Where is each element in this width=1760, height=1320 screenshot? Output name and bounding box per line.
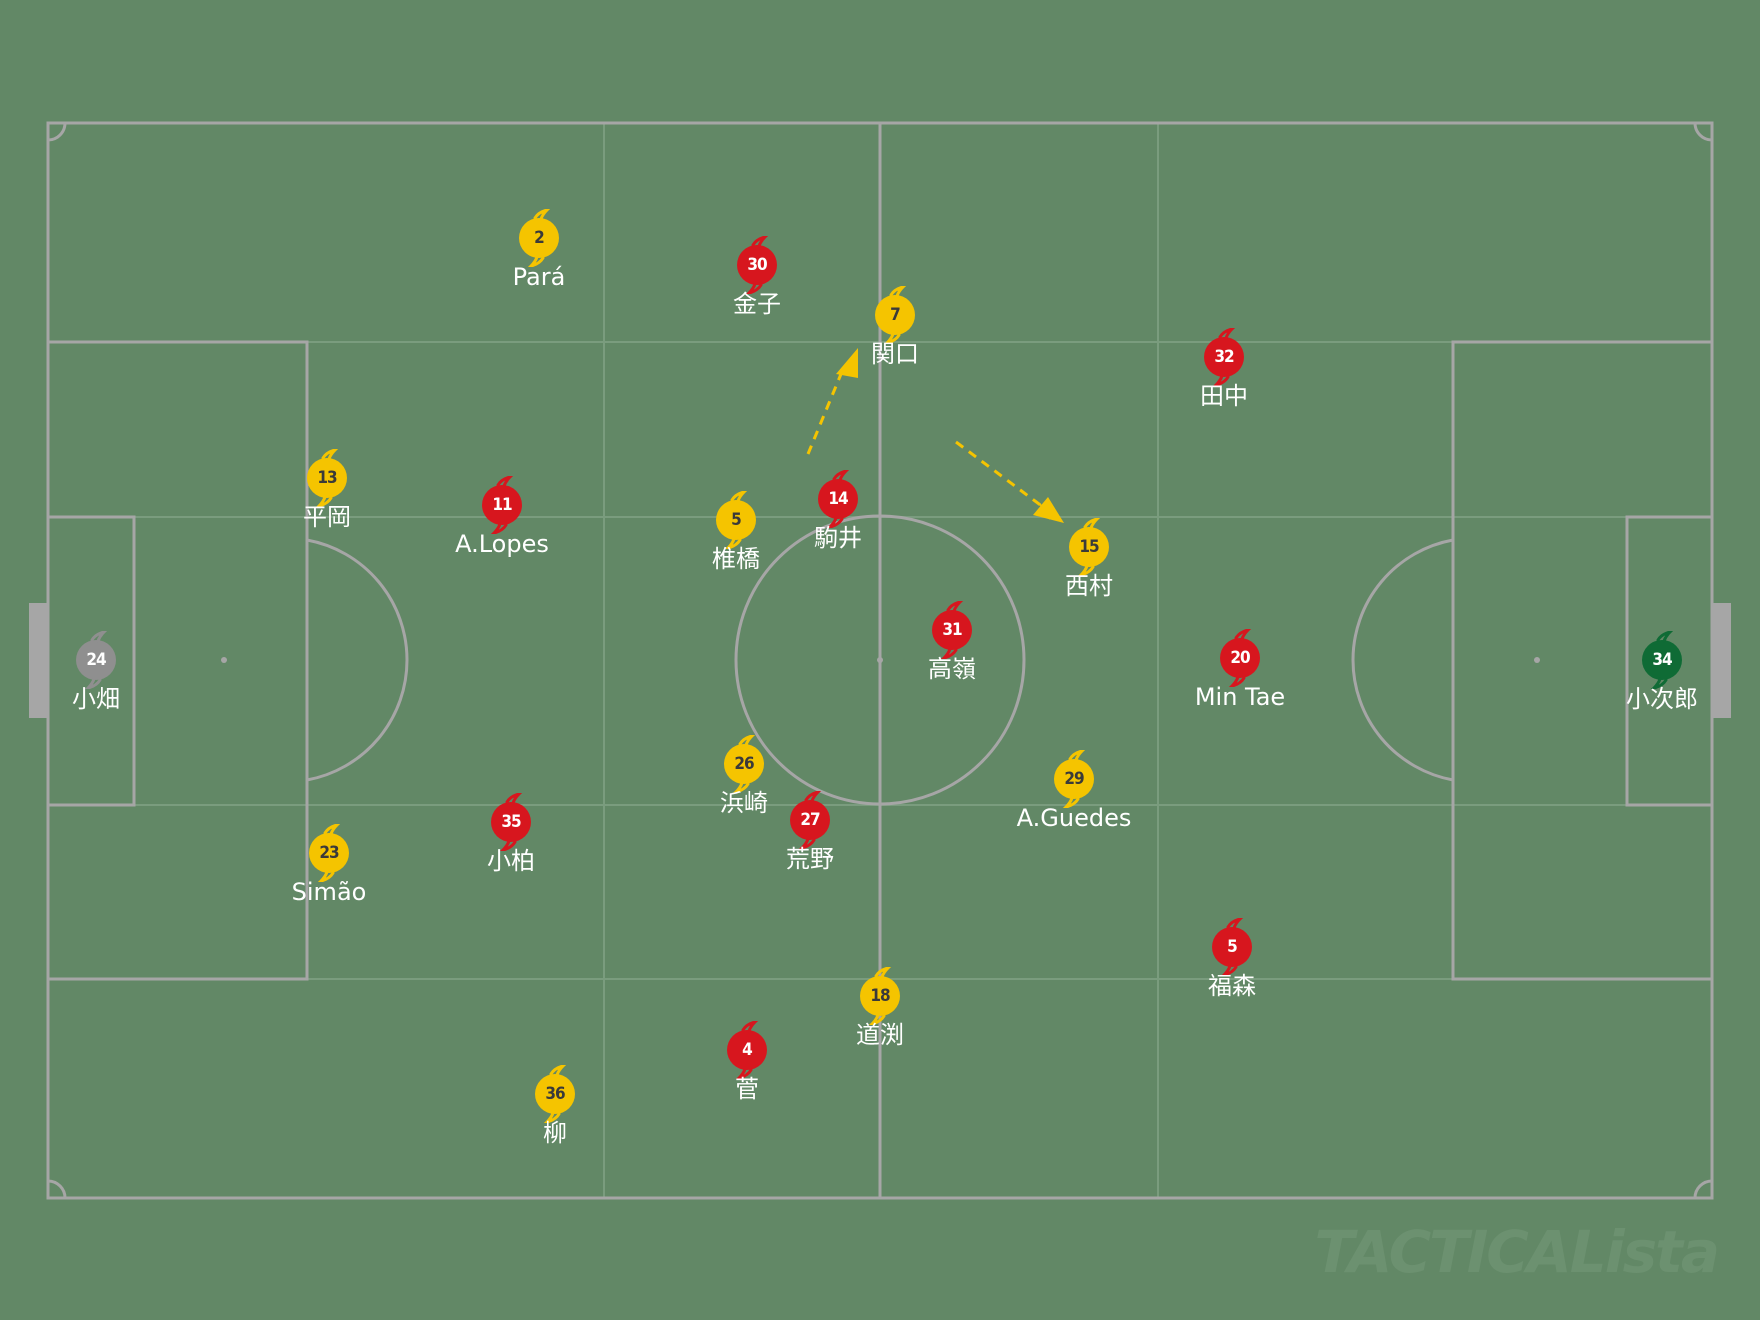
player-name: 高嶺 <box>928 655 976 683</box>
player-name: 小畑 <box>72 685 120 713</box>
player-name: 金子 <box>733 290 781 318</box>
player-number-badge: 23 <box>309 824 349 882</box>
player-name: 西村 <box>1065 572 1113 600</box>
player-name: Pará <box>512 263 566 291</box>
player-number-badge: 15 <box>1069 518 1109 576</box>
player-name: 関口 <box>871 340 919 368</box>
center-spot <box>877 657 883 663</box>
arrow-line-1 <box>806 373 843 455</box>
player-number-badge: 27 <box>790 791 830 849</box>
player-name: 菅 <box>735 1075 759 1103</box>
player-number-badge: 5 <box>1212 918 1252 976</box>
player-name: A.Lopes <box>455 530 549 558</box>
left-penalty-arc <box>306 538 409 782</box>
player-name: 椎橋 <box>712 545 760 573</box>
player-name: 駒井 <box>814 524 862 552</box>
arrow-line-2 <box>955 440 1044 509</box>
player-name: 道渕 <box>856 1021 904 1049</box>
player-number-badge: 36 <box>535 1065 575 1123</box>
corner-arc-bl <box>47 1179 67 1199</box>
left-penalty-spot <box>221 657 227 663</box>
player-name: Simão <box>291 878 367 906</box>
player-number-badge: 11 <box>482 476 522 534</box>
player-number-badge: 32 <box>1204 328 1244 386</box>
player-number-badge: 26 <box>724 735 764 793</box>
right-goal <box>1712 603 1731 718</box>
arrow-head-1 <box>836 348 858 378</box>
player-number-badge: 35 <box>491 793 531 851</box>
player-number-badge: 30 <box>737 236 777 294</box>
player-name: Min Tae <box>1194 683 1286 711</box>
player-number-badge: 24 <box>76 631 116 689</box>
player-name: 田中 <box>1200 382 1248 410</box>
player-number-badge: 2 <box>519 209 559 267</box>
player-name: 平岡 <box>303 503 351 531</box>
player-number-badge: 20 <box>1220 629 1260 687</box>
player-name: 浜崎 <box>720 789 768 817</box>
corner-arc-tr <box>1693 122 1713 142</box>
movement-arrows <box>806 373 1044 509</box>
player-number-badge: 18 <box>860 967 900 1025</box>
player-name: 荒野 <box>786 845 834 873</box>
player-name: A.Guedes <box>1016 804 1132 832</box>
player-name: 小次郎 <box>1626 685 1698 713</box>
player-number-badge: 34 <box>1642 631 1682 689</box>
player-name: 小柏 <box>487 847 535 875</box>
player-number-badge: 7 <box>875 286 915 344</box>
player-number-badge: 4 <box>727 1021 767 1079</box>
player-name: 柳 <box>543 1119 567 1147</box>
left-goal <box>29 603 48 718</box>
player-number-badge: 14 <box>818 470 858 528</box>
watermark-logo: TACTICALista <box>1314 1218 1720 1286</box>
player-name: 福森 <box>1208 972 1256 1000</box>
right-penalty-spot <box>1534 657 1540 663</box>
player-number-badge: 31 <box>932 601 972 659</box>
player-number-badge: 29 <box>1054 750 1094 808</box>
center-circle <box>734 514 1026 806</box>
right-penalty-arc <box>1351 538 1454 782</box>
corner-arc-br <box>1693 1179 1713 1199</box>
player-number-badge: 13 <box>307 449 347 507</box>
corner-arc-tl <box>47 122 67 142</box>
